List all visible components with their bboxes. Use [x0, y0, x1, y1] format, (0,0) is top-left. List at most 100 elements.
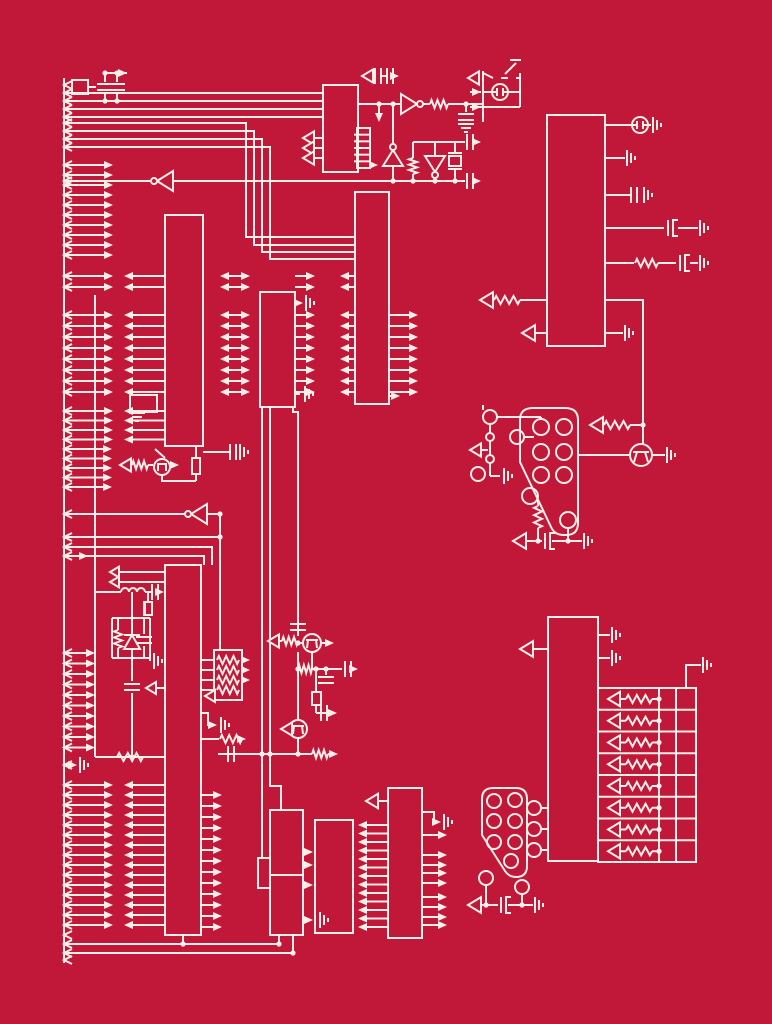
resistor-icon: [625, 823, 653, 836]
arrowhead: [409, 322, 418, 330]
osc-buffer-icon: [423, 155, 447, 174]
junction-dot: [180, 941, 186, 947]
arrowhead: [104, 377, 113, 385]
inductor-icon: [120, 587, 146, 593]
polarized-capacitor-icon: [505, 896, 511, 914]
arrowhead: [213, 901, 222, 909]
arrowhead: [340, 283, 349, 291]
inverter-icon: [189, 502, 208, 526]
arrowhead: [438, 861, 447, 869]
arrowhead: [86, 649, 95, 657]
arrowhead: [213, 824, 222, 832]
arrowhead: [409, 311, 418, 319]
arrowhead: [86, 743, 95, 752]
arrowhead: [358, 889, 367, 897]
circled-component-icon: [631, 116, 649, 134]
arrowhead: [220, 366, 229, 374]
arrowhead: [124, 891, 133, 899]
dsub-connector-bottom-external-pin: [526, 842, 542, 858]
dsub-connector-mid-external-pin: [485, 432, 495, 442]
arrowhead: [241, 272, 250, 280]
arrowhead: [124, 811, 133, 819]
transistor-icon: [302, 633, 322, 653]
resistor-icon: [216, 653, 240, 667]
junction-dot: [323, 666, 329, 672]
arrowhead: [241, 344, 250, 352]
wire: [161, 475, 196, 482]
arrowhead: [103, 473, 112, 482]
signal-arrow: [478, 290, 494, 310]
rbox-4: [144, 601, 153, 616]
signal-arrow: [301, 149, 315, 167]
inverter-icon-bubble: [150, 177, 158, 185]
arrowhead: [124, 821, 133, 829]
arrowhead: [213, 868, 222, 876]
ic-main-left: [164, 214, 204, 447]
arrowhead: [104, 811, 113, 819]
arrowhead: [124, 841, 133, 849]
arrowhead: [104, 201, 113, 209]
arrowhead: [104, 426, 113, 434]
arrowhead: [213, 791, 222, 799]
arrowhead: [170, 461, 179, 469]
ic-right-bottom: [547, 616, 599, 862]
junction-dot: [114, 98, 120, 104]
arrowhead: [124, 921, 133, 929]
resistor-icon: [625, 736, 653, 749]
arrowhead: [241, 283, 250, 291]
transistor-icon: [629, 443, 653, 467]
dsub-connector-bottom-external-pin: [526, 821, 542, 837]
arrowhead: [104, 241, 113, 249]
arrowhead: [220, 388, 229, 396]
arrowhead: [328, 709, 337, 717]
circled-component-icon: [491, 83, 509, 101]
resistor-icon: [216, 663, 240, 677]
arrowhead: [306, 377, 315, 385]
arrowhead: [104, 891, 113, 899]
junction-dot: [376, 101, 382, 107]
polarized-capacitor-icon: [684, 254, 690, 272]
signal-arrow: [144, 680, 157, 696]
arrowhead: [340, 333, 349, 341]
junction-dot: [656, 826, 662, 833]
arrowhead: [306, 322, 315, 330]
arrowhead: [306, 272, 315, 280]
arrowhead: [390, 72, 399, 80]
arrowhead: [213, 835, 222, 843]
arrowhead: [103, 445, 112, 453]
arrowhead: [104, 355, 113, 363]
wire: [482, 72, 494, 79]
signal-arrow: [606, 755, 621, 774]
junction-dot: [452, 178, 458, 184]
junction-dot: [656, 739, 662, 746]
dsub-connector-bottom-external-pin: [478, 870, 494, 886]
transistor-icon: [301, 725, 304, 735]
arrowhead: [124, 322, 133, 330]
arrowhead: [104, 901, 113, 909]
arrowhead: [409, 355, 418, 363]
crystal-icon: [448, 155, 462, 167]
inverter-icon-bubble: [184, 510, 192, 518]
arrowhead: [104, 181, 113, 189]
wire: [64, 138, 355, 253]
junction-dot: [313, 666, 319, 672]
resistor-icon: [216, 673, 240, 687]
arrowhead: [340, 355, 349, 363]
arrowhead: [79, 552, 88, 560]
junction-dot: [217, 511, 223, 517]
arrowhead: [86, 670, 95, 678]
arrowhead: [104, 322, 113, 330]
arrowhead: [294, 299, 303, 307]
arrowhead: [104, 366, 113, 374]
signal-arrow: [606, 711, 621, 730]
arrowhead: [124, 366, 133, 374]
wire: [685, 664, 701, 688]
arrowhead: [409, 388, 418, 396]
resistor-icon: [429, 97, 449, 111]
signal-arrow: [606, 733, 621, 752]
arrowhead: [220, 283, 229, 291]
arrowhead: [241, 676, 250, 684]
signal-arrow: [266, 632, 280, 650]
arrowhead: [304, 848, 313, 856]
